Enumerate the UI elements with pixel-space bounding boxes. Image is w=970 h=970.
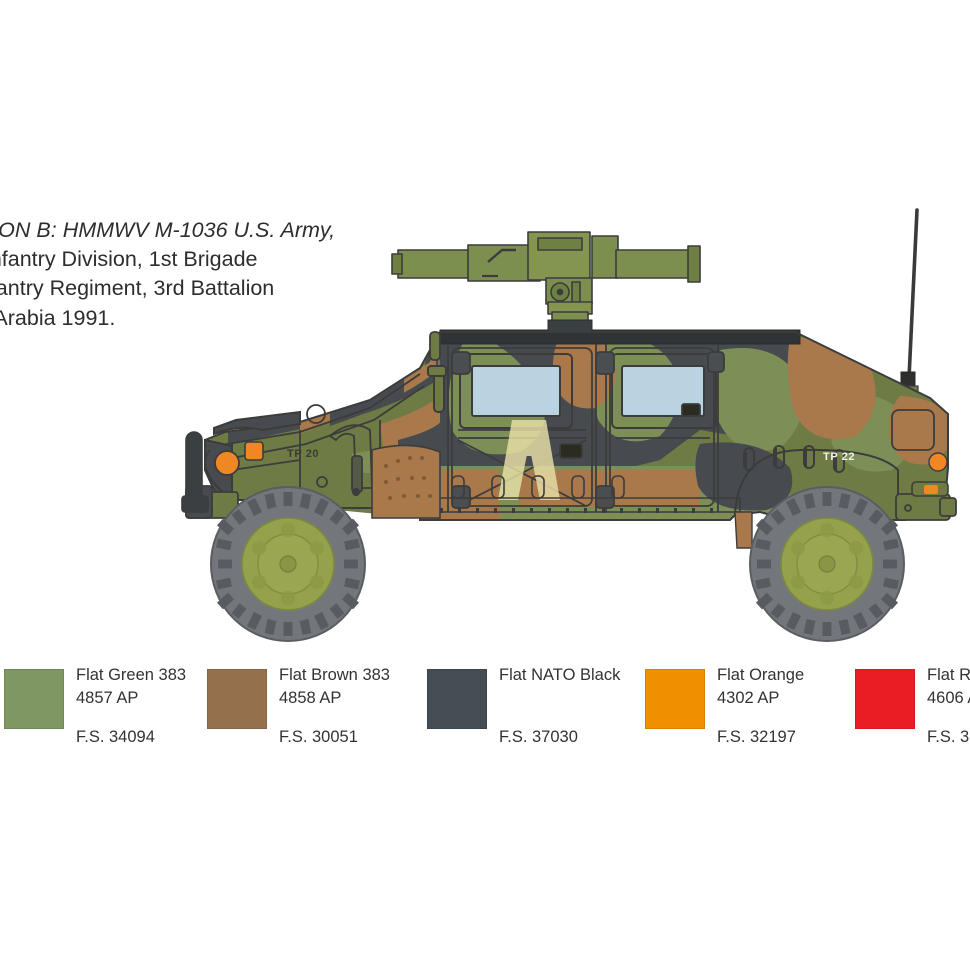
vehicle-svg: TP 20 TP 22	[181, 208, 957, 642]
cab-posts	[429, 331, 441, 361]
paint-fs-code: F.S. 34094	[76, 728, 155, 746]
rear-wheel	[749, 486, 905, 642]
caption-line-1: ERSION B: HMMWV M-1036 U.S. Army,	[0, 218, 336, 242]
turret-ring	[547, 319, 593, 333]
paint-fs-code: F.S. 30051	[279, 728, 358, 746]
fender-rivets	[384, 456, 432, 500]
paint-fs-code: F.S. 37030	[499, 728, 578, 746]
paint-fs-code: F.S. 3140	[927, 728, 970, 746]
color-chip	[4, 669, 64, 729]
front-lamps	[204, 441, 264, 477]
paint-code: 4857 AP	[76, 688, 139, 707]
paint-swatch-flat-nato-black: Flat NATO Black F.S. 37030	[427, 658, 627, 768]
paint-swatch-flat-brown-383: Flat Brown 383 4858 AP F.S. 30051	[207, 658, 407, 768]
paint-name-block: Flat Orange 4302 AP	[717, 664, 804, 710]
door-hardware	[451, 351, 725, 509]
color-chip	[427, 669, 487, 729]
paint-name-block: Flat Green 383 4857 AP	[76, 664, 186, 710]
paint-color-legend: Flat Green 383 4857 AP F.S. 34094 Flat B…	[0, 658, 970, 768]
paint-swatch-flat-orange: Flat Orange 4302 AP F.S. 32197	[645, 658, 845, 768]
color-chip	[207, 669, 267, 729]
hmmwv-side-profile-illustration: TP 20 TP 22	[181, 208, 957, 642]
paint-swatch-flat-red: Flat Red 4606 AP F.S. 3140	[855, 658, 970, 768]
paint-name-block: Flat NATO Black	[499, 664, 620, 687]
paint-fs-code: F.S. 32197	[717, 728, 796, 746]
front-wheel	[210, 486, 366, 642]
rivet-row	[440, 508, 713, 513]
tow-missile-launcher	[391, 231, 701, 333]
front-fender-flare	[371, 444, 441, 519]
mirror-arm	[427, 365, 447, 413]
paint-name: Flat Green 383	[76, 666, 187, 684]
marking-tp22: TP 22	[823, 451, 855, 463]
front-mast	[181, 431, 209, 513]
paint-code: 4858 AP	[279, 688, 342, 707]
color-chip	[855, 669, 915, 729]
paint-code: 4606 AP	[927, 688, 970, 707]
paint-code: 4302 AP	[717, 688, 780, 707]
paint-swatch-flat-green-383: Flat Green 383 4857 AP F.S. 34094	[4, 658, 204, 768]
caption-line-3: th Infantry Regiment, 3rd Battalion	[0, 276, 275, 301]
caption-line-4: audi Arabia 1991.	[0, 305, 116, 330]
paint-name-block: Flat Brown 383 4858 AP	[279, 664, 390, 710]
paint-name: Flat Brown 383	[279, 666, 390, 684]
paint-name: Flat NATO Black	[499, 666, 621, 684]
paint-name-block: Flat Red 4606 AP	[927, 664, 970, 710]
paint-name: Flat Orange	[717, 666, 805, 684]
caption-line-2: 4th Infantry Division, 1st Brigade	[0, 247, 258, 272]
rear-mudflap	[734, 511, 753, 549]
marking-tp20: TP 20	[287, 448, 319, 460]
vehicle-outline	[204, 331, 949, 521]
color-chip	[645, 669, 705, 729]
version-caption: ERSION B: HMMWV M-1036 U.S. Army, 4th In…	[0, 216, 418, 333]
paint-name: Flat Red	[927, 666, 970, 684]
rear-fender	[734, 445, 899, 516]
rear-hatch-panel	[891, 409, 935, 451]
rear-lamps	[911, 452, 949, 497]
rear-bumper	[895, 493, 957, 521]
